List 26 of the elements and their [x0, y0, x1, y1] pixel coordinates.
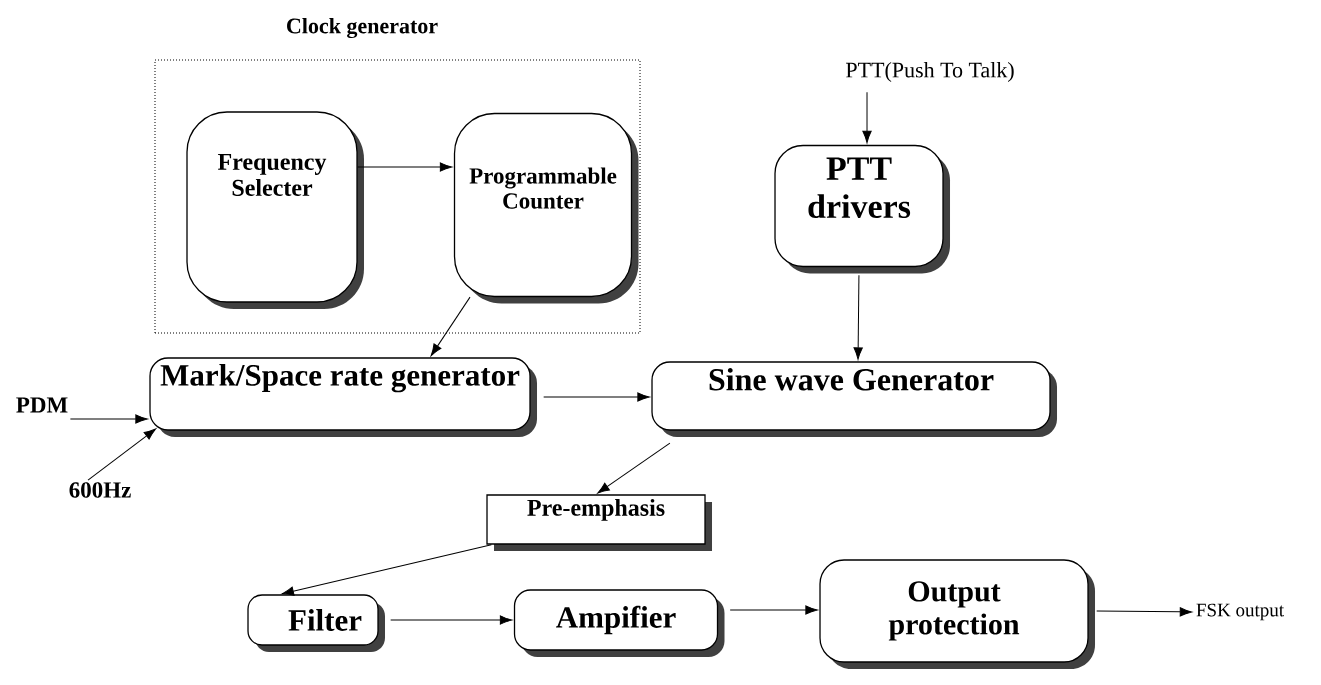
process-box: Filter [247, 594, 385, 652]
arrow [281, 544, 492, 596]
process-box: Programmable Counter [453, 112, 639, 304]
input-label: 600Hz [69, 482, 131, 498]
arrow [357, 162, 453, 172]
process-box: Sine wave Generator [651, 361, 1057, 437]
output-label: FSK output [1196, 603, 1284, 621]
process-box: PTT drivers [774, 144, 950, 274]
process-box: Frequency Selecter [186, 111, 364, 309]
arrow [597, 442, 671, 494]
process-box: Mark/Space rate generator [149, 357, 537, 437]
arrow [87, 428, 157, 481]
arrow [1096, 607, 1193, 617]
arrow [853, 274, 863, 360]
arrow [543, 392, 650, 402]
arrow [69, 414, 148, 424]
process-box: Output protection [819, 559, 1095, 669]
node-label: Clock generator [287, 17, 438, 39]
process-box: Pre-emphasis [486, 494, 712, 551]
input-label: PTT(Push To Talk) [846, 62, 1014, 82]
arrow [430, 296, 471, 357]
input-label: PDM [16, 397, 68, 413]
arrow [390, 615, 513, 625]
arrow [729, 605, 818, 615]
arrow [862, 91, 872, 144]
process-box: Ampifier [513, 589, 725, 657]
